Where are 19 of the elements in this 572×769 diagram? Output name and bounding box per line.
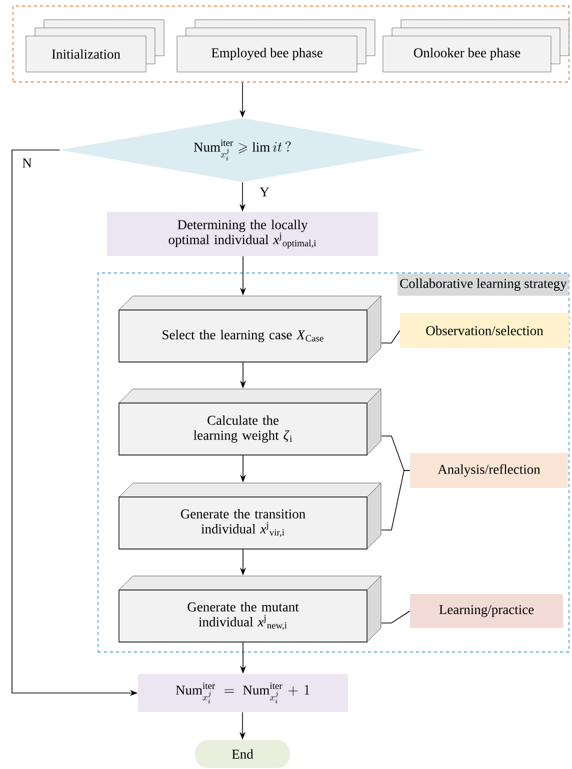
edge-label: Y — [260, 188, 270, 196]
process-block: Generate the transition individual x$^{j}$vir,i — [118, 482, 382, 550]
process-block: Generate the mutant individual x$^{j}$new,i — [118, 576, 382, 642]
bracket-line — [381, 470, 410, 530]
stacked-phase-box: Initialization — [26, 20, 164, 72]
bracket-line — [381, 330, 400, 344]
process-block: Select the learning case X$_{Case}$ — [118, 296, 382, 362]
stage-label: Learning/practice — [410, 594, 563, 628]
stacked-phase-box: Employed bee phase — [176, 20, 376, 72]
stage-label: Analysis/reflection — [410, 453, 568, 488]
bracket-line — [381, 610, 410, 624]
dashed-group-frame — [12, 6, 570, 82]
edge-label: N — [22, 158, 32, 168]
process-box: $\mathrm{Num}^{\mathrm{iter}}_{x_i^j} = \mathrm{Num}^{\mathrm{iter}}_{x_i^j} + 1$ — [138, 674, 348, 712]
stacked-phase-box: Onlooker bee phase — [382, 20, 570, 72]
process-block: Calculate the learning weight ζ$_{i}$ — [118, 388, 382, 456]
stage-label: Observation/selection — [400, 313, 569, 348]
process-box: Determining the locally optimal individual x$^{j}$optimal,i — [107, 212, 378, 256]
end-terminal: End — [195, 740, 290, 768]
